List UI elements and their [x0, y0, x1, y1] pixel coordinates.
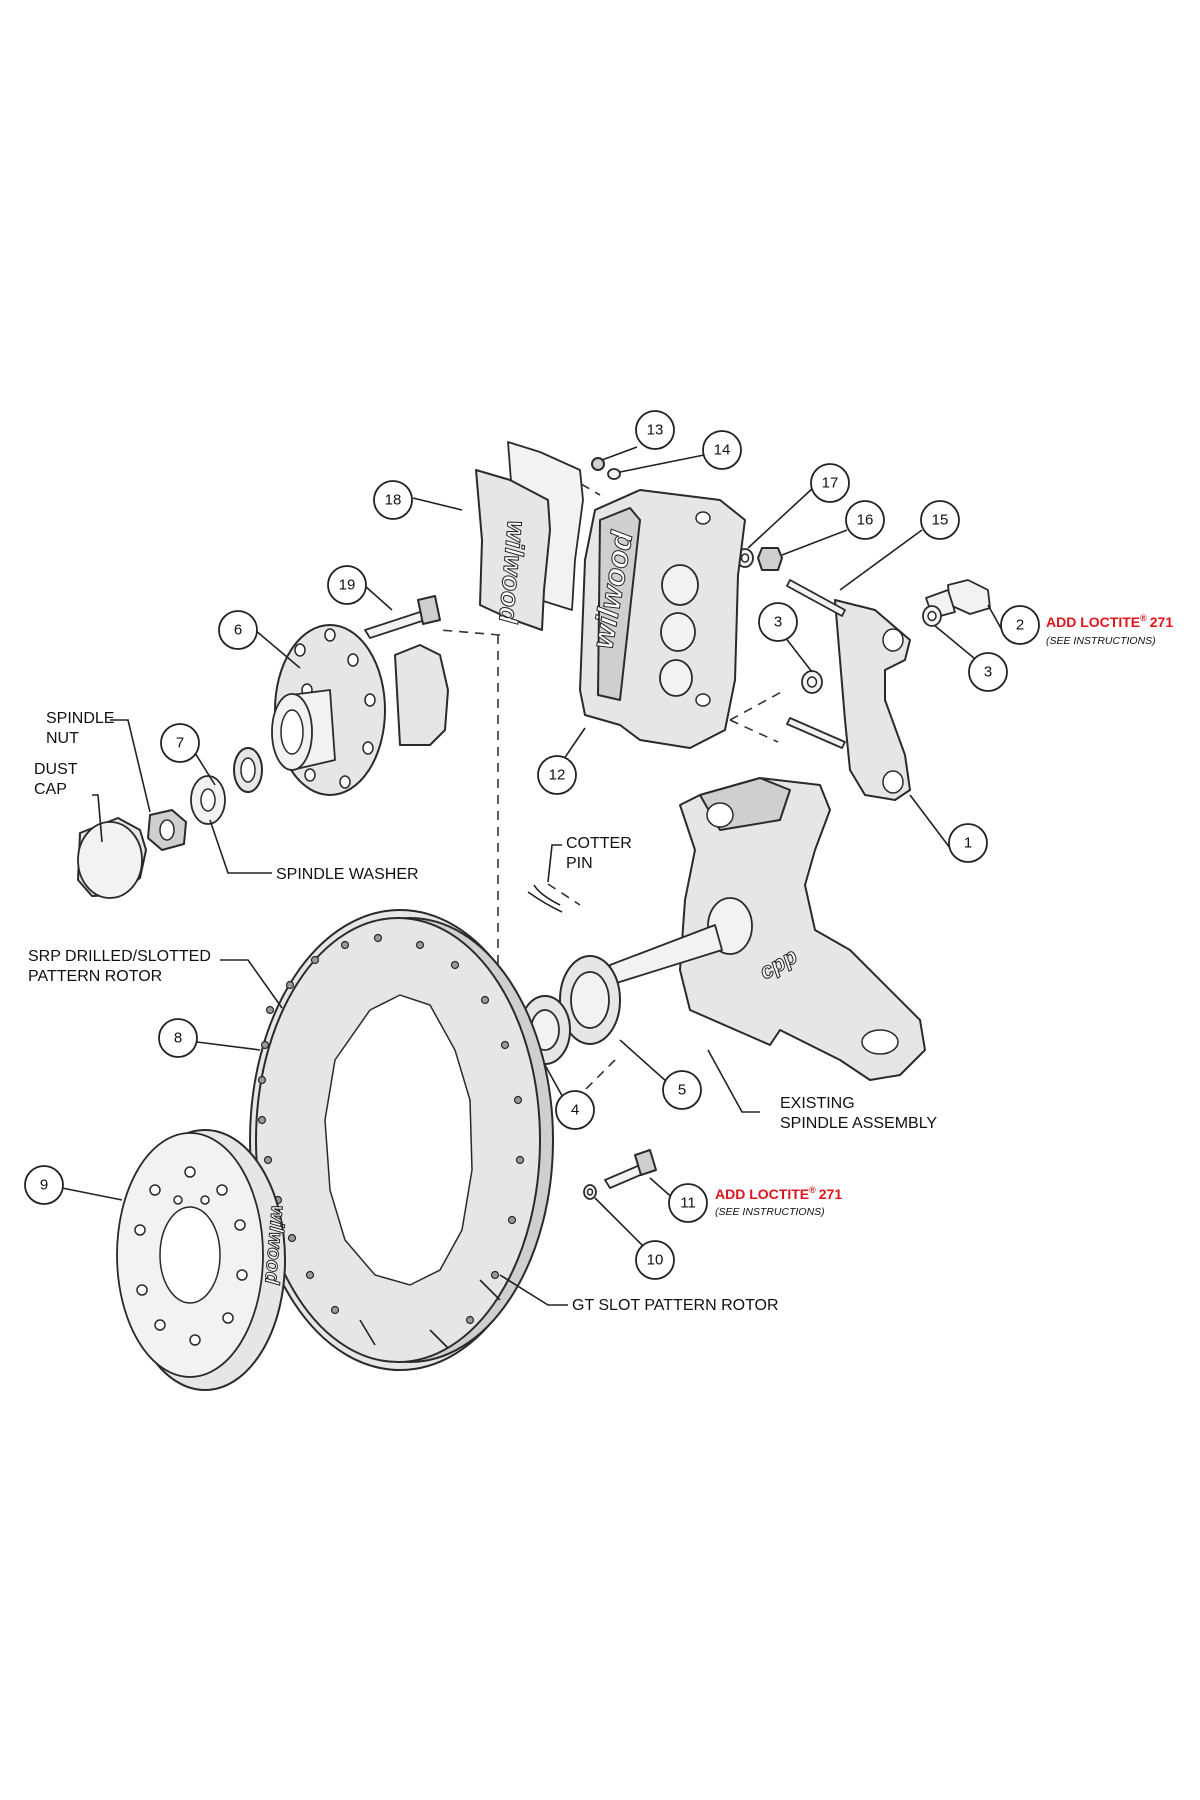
- callout-14: 14: [702, 430, 742, 470]
- rotor-hat: wilwood: [116, 1129, 289, 1391]
- label-cotter-pin-line2: PIN: [566, 855, 593, 872]
- caliper-bracket: [736, 547, 991, 801]
- callout-12: 12: [537, 755, 577, 795]
- label-dust-cap-line1: DUST: [34, 761, 78, 778]
- loctite-a-number: 271: [1150, 614, 1174, 630]
- callout-12-number: 12: [549, 767, 566, 784]
- callout-2-number: 2: [1016, 617, 1024, 634]
- callout-17: 17: [810, 463, 850, 503]
- callout-13: 13: [635, 410, 675, 450]
- callout-10: 10: [635, 1240, 675, 1280]
- loctite-b-number: 271: [819, 1186, 843, 1202]
- label-srp-rotor-line1: SRP DRILLED/SLOTTED: [28, 948, 211, 965]
- callout-1: 1: [948, 823, 988, 863]
- loctite-a-text: ADD LOCTITE: [1046, 614, 1140, 630]
- label-spindle-washer: SPINDLE WASHER: [276, 866, 419, 883]
- callout-3-bolt: 3: [968, 652, 1008, 692]
- label-existing-spindle-line2: SPINDLE ASSEMBLY: [780, 1115, 937, 1132]
- rotor-drill-holes: [257, 933, 525, 1325]
- callout-1-number: 1: [964, 835, 972, 852]
- callout-6: 6: [218, 610, 258, 650]
- callout-19: 19: [327, 565, 367, 605]
- callout-13-number: 13: [647, 422, 664, 439]
- caliper: wilwood: [579, 457, 746, 749]
- loctite-b-text: ADD LOCTITE: [715, 1186, 809, 1202]
- rotor-slots: [359, 1279, 501, 1349]
- rotor: [249, 909, 554, 1371]
- callout-bubbles: 1 2 3 3 4 5 6 7 8 9 10 11 12 13 14 15 16…: [24, 410, 1040, 1280]
- callout-15: 15: [920, 500, 960, 540]
- label-cotter-pin-line1: COTTER: [566, 835, 632, 852]
- callout-5-number: 5: [678, 1082, 686, 1099]
- callout-3a-number: 3: [774, 614, 782, 631]
- callout-16: 16: [845, 500, 885, 540]
- brake-pads: wilwood: [475, 441, 584, 631]
- loctite-b-sub: (SEE INSTRUCTIONS): [715, 1206, 825, 1218]
- label-dust-cap-line2: CAP: [34, 781, 67, 798]
- callout-8: 8: [158, 1018, 198, 1058]
- callout-5: 5: [662, 1070, 702, 1110]
- loctite-note-rotor-bolt: ADD LOCTITE®271 (SEE INSTRUCTIONS): [715, 1185, 842, 1218]
- loctite-a-sub: (SEE INSTRUCTIONS): [1046, 635, 1156, 647]
- rotor-bolts: [583, 1149, 657, 1200]
- callout-16-number: 16: [857, 512, 874, 529]
- callout-19-number: 19: [339, 577, 356, 594]
- loctite-b-registered: ®: [809, 1185, 816, 1195]
- callout-18: 18: [373, 480, 413, 520]
- callout-11: 11: [668, 1183, 708, 1223]
- loctite-note-bracket-bolt: ADD LOCTITE®271 (SEE INSTRUCTIONS): [1046, 613, 1173, 647]
- callout-14-number: 14: [714, 442, 731, 459]
- callout-4: 4: [555, 1090, 595, 1130]
- hat-bolt-holes: [134, 1166, 248, 1346]
- text-labels: SPINDLE NUT DUST CAP SPINDLE WASHER COTT…: [28, 613, 1173, 1314]
- svg-text:ADD LOCTITE®271: ADD LOCTITE®271: [1046, 613, 1173, 630]
- label-spindle-nut-line1: SPINDLE: [46, 710, 114, 727]
- callout-18-number: 18: [385, 492, 402, 509]
- hub: [271, 595, 449, 796]
- callout-7-number: 7: [176, 735, 184, 752]
- spindle-assembly: cpp: [527, 777, 926, 1081]
- label-srp-rotor-line2: PATTERN ROTOR: [28, 968, 162, 985]
- callout-4-number: 4: [571, 1102, 579, 1119]
- loctite-a-registered: ®: [1140, 613, 1147, 623]
- callout-3-bracket: 3: [758, 602, 798, 642]
- callout-8-number: 8: [174, 1030, 182, 1047]
- callout-6-number: 6: [234, 622, 242, 639]
- hub-hardware: [77, 747, 263, 899]
- svg-text:ADD LOCTITE®271: ADD LOCTITE®271: [715, 1185, 842, 1202]
- label-spindle-nut-line2: NUT: [46, 730, 79, 747]
- callout-3b-number: 3: [984, 664, 992, 681]
- callout-7: 7: [160, 723, 200, 763]
- callout-17-number: 17: [822, 475, 839, 492]
- label-gt-slot-rotor: GT SLOT PATTERN ROTOR: [572, 1297, 779, 1314]
- callout-15-number: 15: [932, 512, 949, 529]
- label-existing-spindle-line1: EXISTING: [780, 1095, 855, 1112]
- callout-11-number: 11: [680, 1195, 696, 1212]
- callout-10-number: 10: [647, 1252, 664, 1269]
- callout-2: 2: [1000, 605, 1040, 645]
- callout-9: 9: [24, 1165, 64, 1205]
- callout-9-number: 9: [40, 1177, 48, 1194]
